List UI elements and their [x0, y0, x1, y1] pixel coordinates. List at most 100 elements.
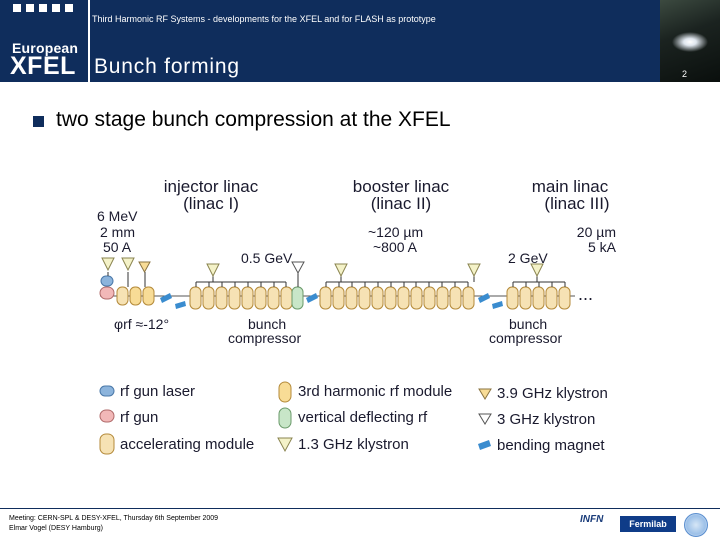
accelerating-module: [358, 286, 371, 310]
logo-xfel: XFEL: [10, 52, 76, 80]
bending-magnet: [160, 293, 172, 303]
rf-gun: [99, 286, 115, 300]
param-main-current: 5 kA: [588, 239, 617, 255]
bullet-icon: [33, 116, 44, 127]
legend-label: 3 GHz klystron: [497, 411, 595, 428]
klystron-3-9ghz: [138, 261, 151, 274]
rf-gun-laser: [100, 275, 114, 287]
legend-swatch-bending-magnet: [478, 440, 491, 450]
param-energy: 6 MeV: [97, 208, 138, 224]
desy-logo: [684, 513, 708, 537]
footer-meeting: Meeting: CERN-SPL & DESY-XFEL, Thursday …: [9, 515, 219, 522]
legend-swatch-3ghz-klystron: [478, 413, 492, 425]
legend-label: rf gun laser: [120, 383, 195, 400]
header-square: [39, 4, 47, 12]
label-energy-2: 2 GeV: [508, 250, 548, 266]
section-injector-sub: (linac I): [183, 194, 239, 213]
header-square: [26, 4, 34, 12]
accelerating-module: [241, 286, 254, 310]
linac-module-group: [506, 286, 571, 310]
accelerating-module: [332, 286, 345, 310]
accelerating-module: [215, 286, 228, 310]
klystron-1-3ghz: [101, 257, 115, 272]
accelerating-module: [116, 286, 129, 306]
param-current: 50 A: [103, 239, 132, 255]
legend-swatch-rf-gun: [99, 409, 115, 423]
accelerating-module: [423, 286, 436, 310]
accelerating-module: [436, 286, 449, 310]
accelerating-module: [280, 286, 293, 310]
klystron-1-3ghz: [334, 263, 348, 278]
accelerating-module: [267, 286, 280, 310]
bending-magnet: [492, 301, 503, 309]
accelerating-module: [519, 286, 532, 310]
header-square: [13, 4, 21, 12]
legend-swatch-module: [99, 433, 115, 455]
klystron-1-3ghz: [530, 263, 544, 278]
legend-label: 3rd harmonic rf module: [298, 383, 452, 400]
header-square: [52, 4, 60, 12]
legend-label: 1.3 GHz klystron: [298, 436, 409, 453]
bending-magnet: [175, 301, 186, 309]
legend-swatch-3rd-harmonic: [278, 381, 292, 403]
bending-magnet: [478, 293, 490, 303]
accelerating-module: [397, 286, 410, 310]
linac-module-group: [319, 286, 475, 310]
footer-author: Elmar Vogel (DESY Hamburg): [9, 525, 104, 532]
legend-swatch-1-3ghz-klystron: [277, 437, 293, 453]
section-injector-name: injector linac: [164, 177, 259, 196]
accelerating-module: [254, 286, 267, 310]
label-phase: φrf ≈-12°: [114, 316, 169, 332]
accelerating-module: [506, 286, 519, 310]
legend-swatch-gun-laser: [99, 385, 115, 397]
fermilab-logo: Fermilab: [620, 516, 676, 532]
accelerating-module: [384, 286, 397, 310]
linac-module-group: [189, 286, 304, 310]
legend-label: vertical deflecting rf: [298, 409, 428, 426]
section-booster-sub: (linac II): [371, 194, 431, 213]
infn-logo: INFN: [580, 514, 604, 525]
slide-title: Bunch forming: [94, 55, 240, 78]
rf-distribution-lines: [107, 272, 566, 287]
section-booster-name: booster linac: [353, 177, 450, 196]
legend-label: bending magnet: [497, 437, 605, 454]
accelerating-module: [558, 286, 571, 310]
accelerating-module: [449, 286, 462, 310]
legend-swatch-3-9ghz-klystron: [478, 388, 492, 400]
label-compressor-2-a: bunch: [509, 316, 547, 332]
label-energy-1: 0.5 GeV: [241, 250, 293, 266]
accelerating-module: [371, 286, 384, 310]
klystron-1-3ghz: [467, 263, 481, 278]
accelerating-module: [532, 286, 545, 310]
header-subtitle: Third Harmonic RF Systems - developments…: [92, 14, 436, 24]
legend: rf gun laser rf gun accelerating module …: [99, 381, 608, 455]
bullet-text: two stage bunch compression at the XFEL: [56, 108, 451, 131]
header-bar: European XFEL Third Harmonic RF Systems …: [0, 0, 720, 82]
klystron-3ghz: [291, 261, 305, 275]
label-compressor-1-b: compressor: [228, 330, 301, 346]
accelerating-module: [545, 286, 558, 310]
label-compressor-1-a: bunch: [248, 316, 286, 332]
accelerating-module: [202, 286, 215, 310]
accelerating-module: [345, 286, 358, 310]
page-number: 2: [682, 69, 688, 79]
accelerating-module: [319, 286, 332, 310]
klystron-row: [101, 257, 544, 278]
vertical-deflecting-rf: [291, 286, 304, 310]
footer-divider: [0, 508, 720, 509]
section-main-sub: (linac III): [544, 194, 609, 213]
accelerating-module: [189, 286, 202, 310]
legend-label: accelerating module: [120, 436, 254, 453]
continuation-dots: ...: [578, 284, 593, 304]
accelerating-module: [228, 286, 241, 310]
third-harmonic-module: [142, 286, 155, 306]
legend-swatch-deflector: [278, 407, 292, 429]
third-harmonic-module: [129, 286, 142, 306]
header-photo: [660, 0, 720, 82]
header-square: [65, 4, 73, 12]
section-main-name: main linac: [532, 177, 609, 196]
klystron-1-3ghz: [206, 263, 220, 278]
accelerating-module: [462, 286, 475, 310]
klystron-1-3ghz: [121, 257, 135, 272]
